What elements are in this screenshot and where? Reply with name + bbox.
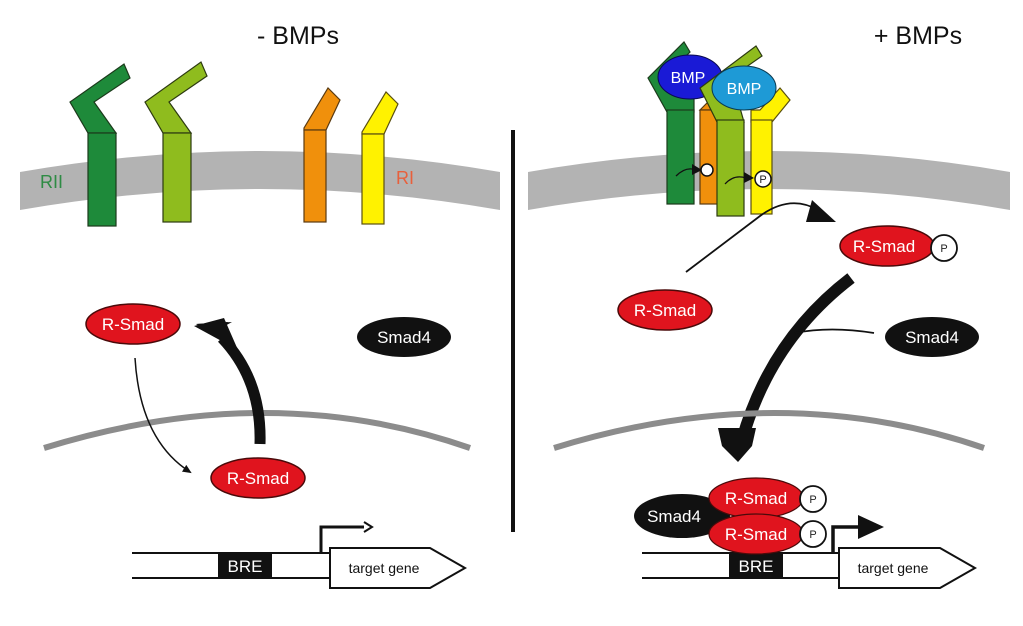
phosphorylation-arrowhead-1 bbox=[692, 164, 702, 175]
phospho-rsmad: R-Smad P bbox=[839, 225, 958, 267]
bre-label: BRE bbox=[228, 557, 263, 576]
type1-receptor-yellow bbox=[361, 91, 399, 225]
nuclear-export-arrow bbox=[194, 318, 266, 445]
bmp-ligand-light-label: BMP bbox=[727, 81, 762, 98]
complex-rsmad-2: R-Smad P bbox=[708, 513, 827, 555]
transcription-start-arrow bbox=[831, 525, 860, 552]
target-gene-label: target gene bbox=[349, 560, 420, 576]
svg-text:Smad4: Smad4 bbox=[647, 507, 701, 526]
bmp-ligand-dark-label: BMP bbox=[671, 70, 706, 87]
smad4-cytoplasm: Smad4 bbox=[357, 317, 451, 357]
nuclear-import-arrow bbox=[134, 357, 192, 474]
right-panel-title: + BMPs bbox=[874, 22, 962, 50]
rsmad-cytoplasm: R-Smad bbox=[85, 303, 181, 345]
nuclear-translocation-arrowhead bbox=[718, 428, 756, 462]
svg-text:R-Smad: R-Smad bbox=[725, 525, 787, 544]
ri-label: RI bbox=[396, 168, 414, 188]
svg-text:P: P bbox=[809, 529, 816, 541]
rsmad-nucleus-label: R-Smad bbox=[227, 469, 289, 488]
bre-box: BRE bbox=[729, 553, 783, 578]
right-panel: + BMPs BMP BMP bbox=[528, 22, 1010, 589]
phospho-rsmad-label: R-Smad bbox=[853, 237, 915, 256]
rsmad-phosphorylation-arrowhead bbox=[806, 200, 836, 222]
rsmad-cytoplasm: R-Smad bbox=[617, 289, 713, 331]
smad-complex: Smad4 R-Smad P R-Smad P bbox=[634, 477, 827, 555]
phosphorylation-arrowhead-2 bbox=[744, 172, 754, 183]
phosphate-group-1 bbox=[700, 163, 714, 177]
transcription-start-arrow bbox=[319, 525, 364, 552]
left-panel: - BMPs RII RI R-Smad bbox=[20, 22, 500, 589]
complex-smad4: Smad4 bbox=[634, 494, 730, 538]
phosphate-group-2: P bbox=[754, 170, 772, 188]
smad4-association-line bbox=[794, 328, 875, 334]
type1-receptor-yellow bbox=[750, 87, 791, 215]
bmp-ligand-light: BMP bbox=[711, 65, 777, 111]
svg-text:P: P bbox=[759, 174, 766, 186]
bre-label: BRE bbox=[739, 557, 774, 576]
smad4-cytoplasm: Smad4 bbox=[885, 317, 979, 357]
target-gene: target gene bbox=[838, 547, 978, 589]
type2-receptor-light-green bbox=[699, 45, 763, 217]
transcription-start-arrowhead bbox=[858, 515, 884, 539]
transcription-start-arrowhead bbox=[363, 521, 374, 533]
svg-text:P: P bbox=[809, 494, 816, 506]
smad4-cytoplasm-label: Smad4 bbox=[377, 328, 431, 347]
type2-receptor-dark-green bbox=[69, 63, 131, 227]
rii-label: RII bbox=[40, 172, 63, 192]
complex-rsmad-1: R-Smad P bbox=[708, 477, 827, 519]
bre-box: BRE bbox=[218, 553, 272, 578]
smad4-cytoplasm-label: Smad4 bbox=[905, 328, 959, 347]
type1-receptor-orange bbox=[303, 87, 341, 223]
rsmad-cytoplasm-label: R-Smad bbox=[102, 315, 164, 334]
type2-receptor-light-green bbox=[144, 61, 208, 223]
left-panel-title: - BMPs bbox=[257, 22, 339, 50]
svg-text:R-Smad: R-Smad bbox=[725, 489, 787, 508]
nuclear-membrane bbox=[553, 410, 985, 451]
target-gene-label: target gene bbox=[858, 560, 929, 576]
rsmad-nucleus: R-Smad bbox=[210, 457, 306, 499]
target-gene: target gene bbox=[329, 547, 468, 589]
rsmad-cytoplasm-label: R-Smad bbox=[634, 301, 696, 320]
phospho-rsmad-p: P bbox=[940, 243, 947, 255]
